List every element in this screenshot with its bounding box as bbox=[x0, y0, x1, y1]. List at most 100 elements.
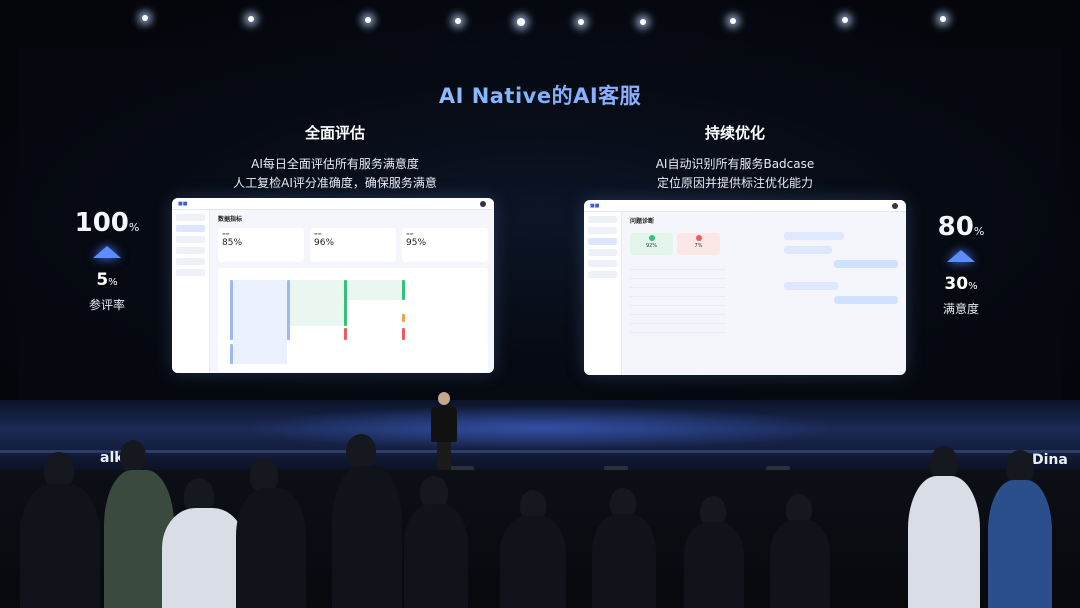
ceiling-light bbox=[842, 17, 848, 23]
audience-head bbox=[700, 496, 726, 526]
avatar bbox=[480, 201, 486, 207]
alert-icon bbox=[695, 235, 702, 241]
table-row bbox=[630, 279, 726, 288]
right-column-header: 持续优化 AI自动识别所有服务Badcase 定位原因并提供标注优化能力 bbox=[580, 122, 890, 193]
ceiling-light bbox=[365, 17, 371, 23]
chat-transcript bbox=[784, 226, 904, 310]
audience-head bbox=[610, 488, 636, 518]
bad-card: 7% bbox=[677, 233, 720, 255]
audience-body bbox=[332, 466, 402, 608]
audience-body bbox=[770, 520, 830, 608]
audience-body bbox=[236, 488, 306, 608]
slide-title: AI Native的AI客服 bbox=[0, 80, 1080, 110]
ceiling-light bbox=[578, 19, 584, 25]
chat-bubble bbox=[834, 296, 898, 304]
presenter bbox=[430, 392, 458, 474]
diagnosis-panel: ■■ 问题诊断 92% 7% bbox=[584, 200, 906, 375]
stage-edge bbox=[0, 450, 1080, 453]
participation-stat: 100% 5% 参评率 bbox=[52, 208, 162, 313]
stat-big-value: 100% bbox=[74, 208, 140, 238]
sankey-flow bbox=[233, 280, 287, 364]
audience-head bbox=[44, 452, 74, 488]
kpi-card: ▬▬96% bbox=[310, 228, 396, 262]
kpi-row: ▬▬85% ▬▬96% ▬▬95% bbox=[218, 228, 488, 262]
app-sidebar bbox=[584, 212, 622, 375]
right-line-2: 定位原因并提供标注优化能力 bbox=[656, 176, 813, 190]
kpi-card: ▬▬85% bbox=[218, 228, 304, 262]
sidebar-item bbox=[176, 247, 205, 254]
sidebar-item bbox=[176, 258, 205, 265]
table-row bbox=[630, 315, 726, 324]
app-topbar: ■■ bbox=[172, 198, 494, 210]
dashboard-content: 数据指标 ▬▬85% ▬▬96% ▬▬95% bbox=[212, 210, 494, 373]
stat-big-value: 80% bbox=[937, 212, 985, 242]
left-line-2: 人工复检AI评分准确度，确保服务满意 bbox=[233, 176, 437, 190]
stat-label: 满意度 bbox=[942, 302, 979, 316]
left-heading: 全面评估 bbox=[304, 124, 365, 142]
sankey-node bbox=[344, 328, 347, 340]
stat-baseline-value: 30% bbox=[944, 274, 978, 294]
left-line-1: AI每日全面评估所有服务满意度 bbox=[251, 157, 419, 171]
sankey-node bbox=[402, 328, 405, 340]
ceiling-light bbox=[517, 18, 525, 26]
sidebar-item bbox=[176, 225, 205, 232]
sidebar-item bbox=[588, 227, 617, 234]
sankey-node bbox=[230, 280, 233, 340]
right-line-1: AI自动识别所有服务Badcase bbox=[655, 157, 815, 171]
ceiling-light bbox=[142, 15, 148, 21]
up-arrow-icon bbox=[947, 250, 975, 262]
audience-body bbox=[404, 504, 468, 608]
sidebar-item bbox=[176, 269, 205, 276]
kpi-card: ▬▬95% bbox=[402, 228, 488, 262]
ceiling-light bbox=[640, 19, 646, 25]
sidebar-item bbox=[588, 238, 617, 245]
check-icon bbox=[648, 235, 655, 241]
case-table bbox=[630, 261, 726, 333]
sidebar-item bbox=[588, 260, 617, 267]
sidebar-item bbox=[176, 236, 205, 243]
sankey-flow bbox=[347, 280, 402, 300]
page-title: 数据指标 bbox=[218, 216, 243, 223]
table-row bbox=[630, 270, 726, 279]
result-cards: 92% 7% bbox=[630, 233, 720, 255]
audience-head bbox=[1006, 450, 1034, 484]
table-row bbox=[630, 306, 726, 315]
audience-head bbox=[250, 458, 278, 492]
audience-head bbox=[346, 434, 376, 468]
sankey-node bbox=[344, 280, 347, 326]
audience-head bbox=[520, 490, 546, 520]
satisfaction-stat: 80% 30% 满意度 bbox=[906, 212, 1016, 317]
ceiling-light bbox=[455, 18, 461, 24]
ceiling-light bbox=[940, 16, 946, 22]
sidebar-item bbox=[588, 249, 617, 256]
sankey-node bbox=[402, 280, 405, 300]
stat-baseline-value: 5% bbox=[96, 270, 118, 290]
audience bbox=[0, 434, 1080, 608]
audience-head bbox=[786, 494, 812, 524]
app-logo-icon: ■■ bbox=[178, 201, 188, 207]
audience-head bbox=[930, 446, 958, 480]
chat-bubble bbox=[834, 260, 898, 268]
app-logo-icon: ■■ bbox=[590, 203, 600, 209]
sidebar-item bbox=[176, 214, 205, 221]
chat-bubble bbox=[784, 232, 844, 240]
sankey-flow bbox=[290, 280, 344, 326]
audience-body bbox=[500, 516, 566, 608]
chat-bubble bbox=[784, 246, 832, 254]
diagnosis-content: 问题诊断 92% 7% bbox=[624, 212, 906, 375]
sankey-node bbox=[402, 314, 405, 322]
sankey-node bbox=[230, 344, 233, 364]
table-row bbox=[630, 288, 726, 297]
table-row bbox=[630, 324, 726, 333]
avatar bbox=[892, 203, 898, 209]
sankey-node bbox=[287, 280, 290, 340]
right-heading: 持续优化 bbox=[704, 124, 765, 142]
table-row bbox=[630, 261, 726, 270]
sankey-chart bbox=[218, 268, 488, 372]
stage-brand-left: alk bbox=[100, 450, 124, 466]
left-column-header: 全面评估 AI每日全面评估所有服务满意度 人工复检AI评分准确度，确保服务满意 bbox=[175, 122, 495, 193]
audience-body bbox=[908, 476, 980, 608]
audience-head bbox=[420, 476, 448, 508]
ceiling-light bbox=[248, 16, 254, 22]
